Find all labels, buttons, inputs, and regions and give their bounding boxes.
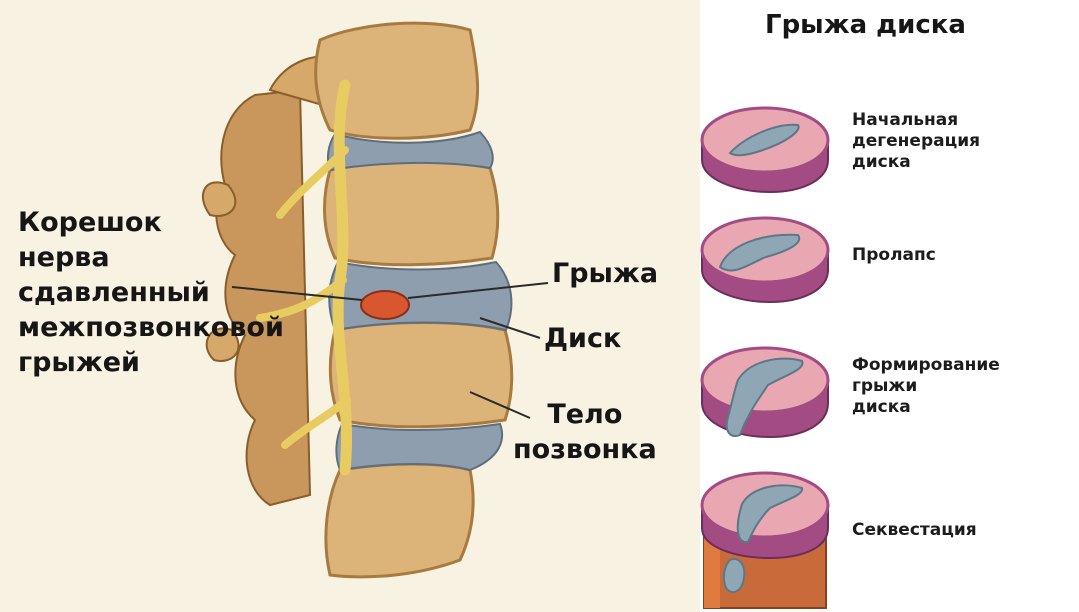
stage-sequestration-label: Секвестация xyxy=(852,520,977,541)
disc-label: Диск xyxy=(544,323,621,354)
stage-prolapse-diagram xyxy=(690,205,840,310)
stage-formation-diagram xyxy=(690,335,840,450)
vertebral-body-line: позвонка xyxy=(513,432,657,467)
stage-initial-label: Начальная дегенерация диска xyxy=(852,110,980,173)
stage-label-line: Секвестация xyxy=(852,520,977,541)
vertebra-4 xyxy=(326,464,473,577)
stage-label-line: Пролапс xyxy=(852,245,936,266)
stage-label-line: Начальная xyxy=(852,110,980,131)
stage-label-line: Формирование xyxy=(852,355,1000,376)
vertebral-body-label: Тело позвонка xyxy=(513,397,657,467)
stage-formation-label: Формирование грыжи диска xyxy=(852,355,1000,418)
disc-3 xyxy=(336,424,502,470)
stage-label-line: диска xyxy=(852,397,1000,418)
nerve-root-line: грыжей xyxy=(18,345,284,380)
nerve-root-line: Корешок xyxy=(18,205,284,240)
nerve-root-label: Корешок нерва сдавленный межпозвонковой … xyxy=(18,205,284,380)
stages-title: Грыжа диска xyxy=(765,10,966,40)
stage-initial-diagram xyxy=(690,95,840,200)
stage-label-line: грыжи xyxy=(852,376,1000,397)
nerve-root-line: межпозвонковой xyxy=(18,310,284,345)
stage-label-line: дегенерация xyxy=(852,131,980,152)
nerve-root-line: нерва xyxy=(18,240,284,275)
stage-sequestration-diagram xyxy=(690,460,840,610)
spine-illustration-panel: Корешок нерва сдавленный межпозвонковой … xyxy=(0,0,700,612)
vertebra-3 xyxy=(330,323,511,427)
nerve-root-line: сдавленный xyxy=(18,275,284,310)
hernia-bulge xyxy=(361,291,409,319)
stage-label-line: диска xyxy=(852,152,980,173)
hernia-label: Грыжа xyxy=(552,258,658,289)
stage-prolapse-label: Пролапс xyxy=(852,245,936,266)
vertebra-2 xyxy=(325,161,498,264)
vertebral-body-line: Тело xyxy=(513,397,657,432)
